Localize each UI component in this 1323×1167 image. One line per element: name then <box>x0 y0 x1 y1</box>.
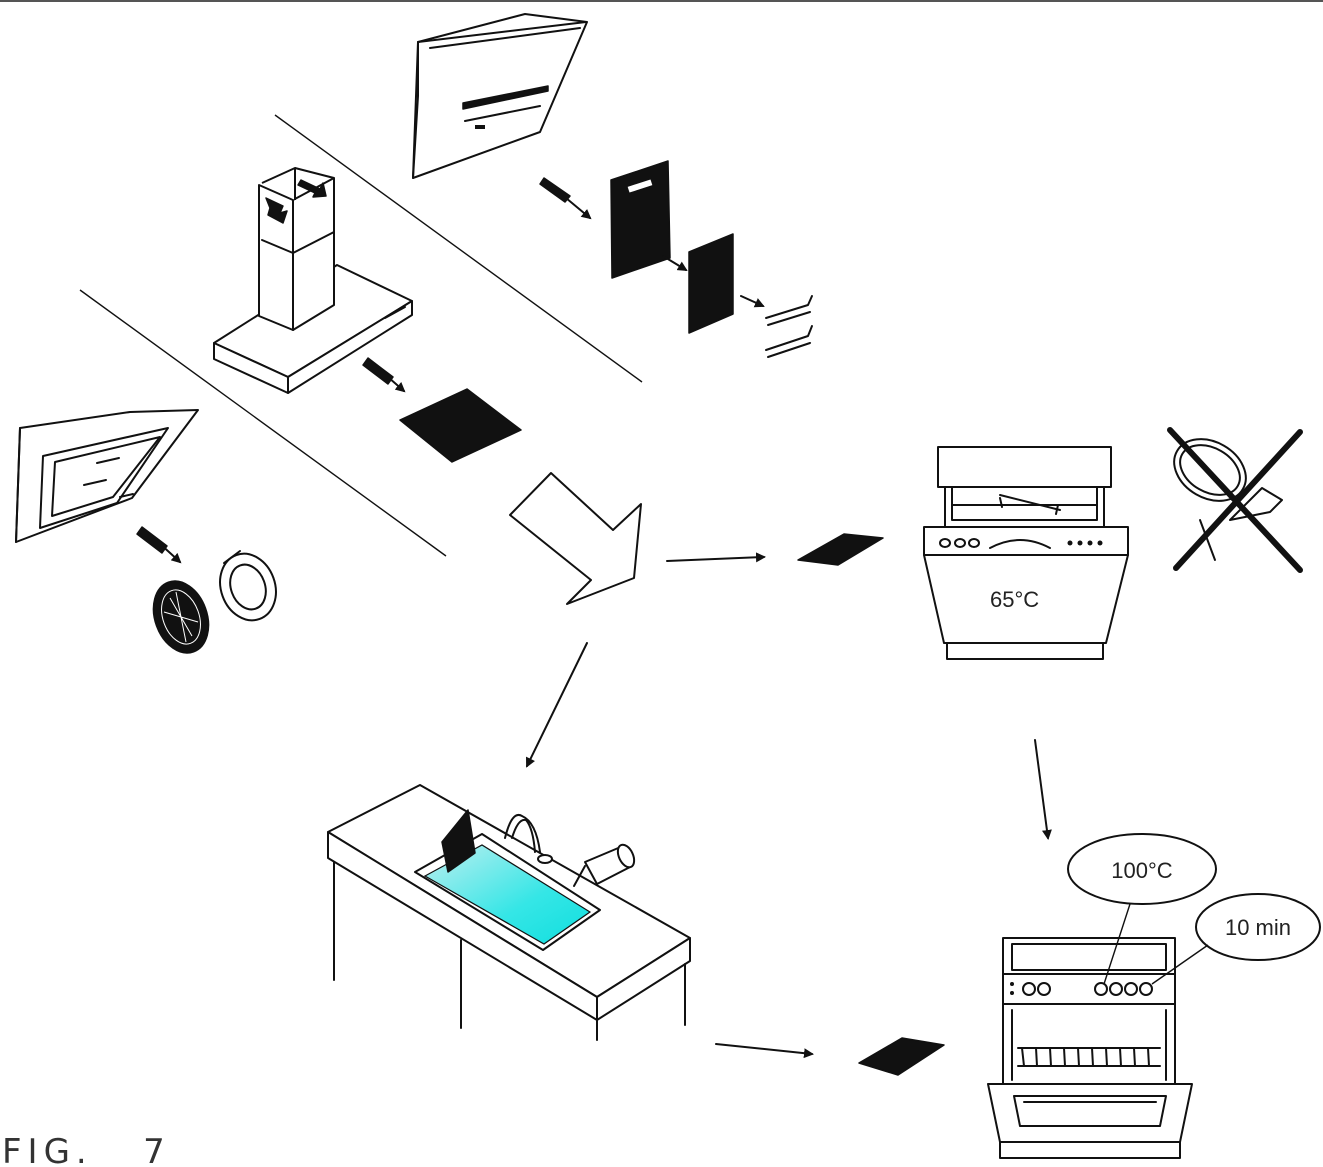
oven-temp-callout: 100°C <box>1067 833 1217 985</box>
clip-icon <box>765 295 813 358</box>
arrow-icon <box>539 177 571 203</box>
angled-hood-icon <box>412 13 588 179</box>
carbon-filter-icon <box>399 388 522 463</box>
angled-hood-icon <box>15 409 199 543</box>
oven-temp-label: 100°C <box>1111 858 1173 883</box>
round-filter-icon <box>219 550 277 622</box>
arrow-icon <box>136 526 168 554</box>
chimney-hood-icon <box>213 167 413 394</box>
flow-arrow-to-dishwasher <box>666 552 766 563</box>
divider-line <box>79 289 447 557</box>
oven-time-callout: 10 min <box>1151 893 1321 985</box>
arrow-icon <box>662 255 688 272</box>
arrow-icon <box>362 357 394 385</box>
round-filter-icon <box>152 580 210 654</box>
arrow-icon <box>740 295 765 308</box>
divider-line <box>274 114 643 383</box>
no-scrubbing-icon <box>1167 427 1303 573</box>
carbon-filter-icon <box>610 160 671 279</box>
flow-arrow-to-oven <box>1034 739 1052 840</box>
sink-icon <box>327 784 691 1041</box>
top-border <box>0 0 1323 2</box>
flow-arrow-to-sink <box>526 642 588 768</box>
dishwasher-temp-label: 65°C <box>990 587 1039 612</box>
carbon-filter-icon <box>688 233 734 334</box>
flow-arrow-sink-to-filter <box>715 1043 814 1059</box>
oven-time-label: 10 min <box>1225 915 1291 940</box>
process-arrow-icon <box>509 472 642 605</box>
dishwasher-icon: 65°C <box>923 446 1129 660</box>
carbon-filter-icon <box>858 1037 945 1076</box>
figure-caption: FIG. 7 <box>2 1132 171 1167</box>
oven-icon <box>987 937 1193 1159</box>
carbon-filter-icon <box>797 533 884 566</box>
